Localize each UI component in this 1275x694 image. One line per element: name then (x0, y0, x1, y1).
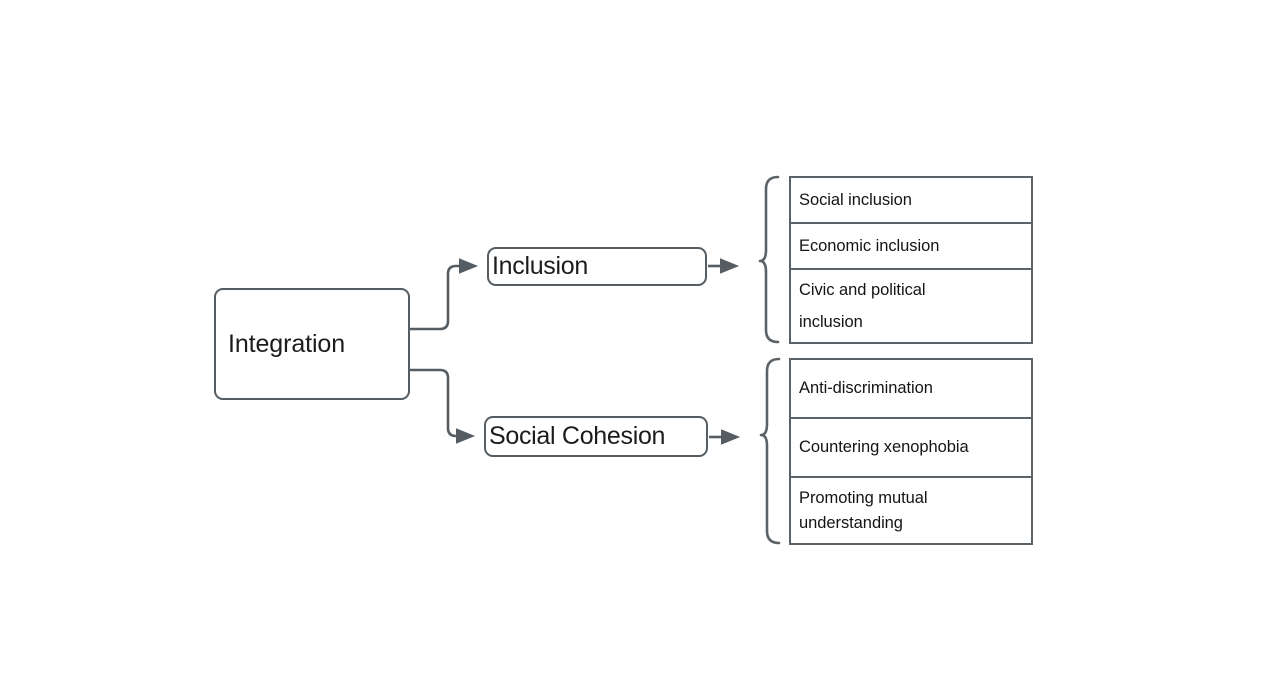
leaf-item[interactable]: Promoting mutual understanding (791, 478, 1031, 543)
leaf-line: Economic inclusion (799, 236, 940, 255)
leaf-line: understanding (799, 513, 903, 532)
leaf-line: Civic and political (799, 281, 926, 299)
leaf-line: Social inclusion (799, 190, 912, 209)
node-social-cohesion[interactable]: Social Cohesion (484, 416, 708, 457)
leaf-item[interactable]: Anti-discrimination (791, 360, 1031, 419)
node-integration-label: Integration (228, 329, 346, 358)
leaf-item[interactable]: Economic inclusion (791, 224, 1031, 270)
leaf-line: inclusion (799, 313, 863, 331)
leaf-line: Promoting mutual (799, 488, 928, 507)
node-inclusion-label: Inclusion (492, 252, 588, 280)
node-inclusion[interactable]: Inclusion (487, 247, 707, 286)
leaf-item[interactable]: Countering xenophobia (791, 419, 1031, 478)
node-social-cohesion-label: Social Cohesion (489, 422, 666, 450)
curly-brace-left-icon-bottom (759, 357, 781, 545)
leaf-line: Countering xenophobia (799, 438, 969, 456)
node-integration[interactable]: Integration (214, 288, 410, 400)
leaf-group-inclusion: Social inclusion Economic inclusion Civi… (789, 176, 1033, 344)
curly-brace-left-icon-top (758, 175, 780, 344)
leaf-item[interactable]: Social inclusion (791, 178, 1031, 224)
leaf-line: Anti-discrimination (799, 379, 933, 397)
leaf-item[interactable]: Civic and political inclusion (791, 270, 1031, 342)
connector-root-to-inclusion (410, 258, 479, 331)
leaf-group-social-cohesion: Anti-discrimination Countering xenophobi… (789, 358, 1033, 545)
connector-root-to-social-cohesion (410, 368, 476, 444)
